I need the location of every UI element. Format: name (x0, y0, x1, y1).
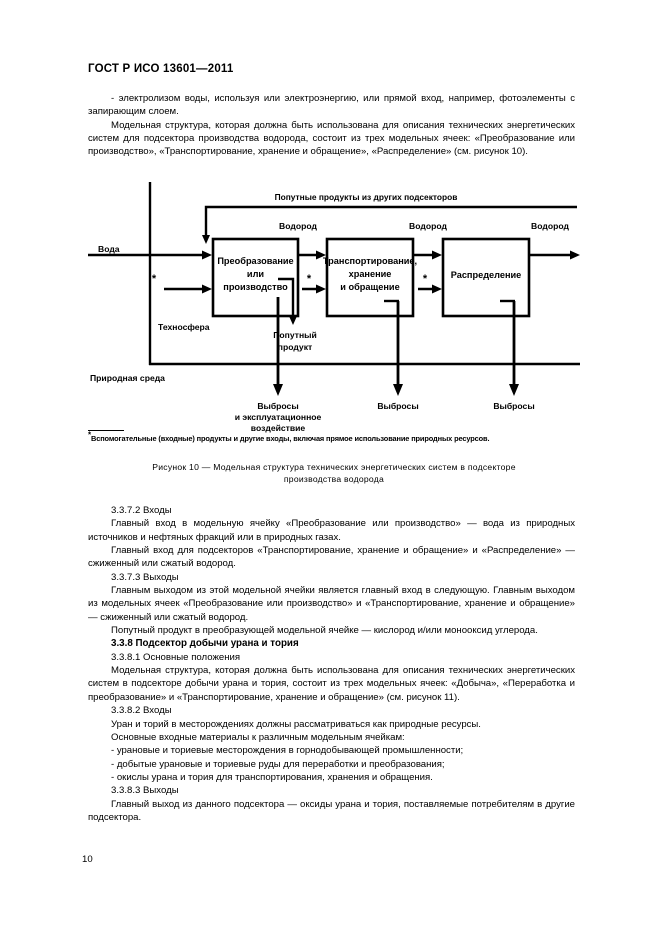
para-3-3-7-2-1: Главный вход в модельную ячейку «Преобра… (88, 518, 575, 543)
para-3-3-8-3-1: Главный выход из данного подсектора — ок… (88, 798, 575, 823)
para-3-3-7-3-1: Главным выходом из этой модельной ячейки… (88, 585, 575, 623)
heading-3-3-8-2: 3.3.8.2 Входы (111, 705, 172, 717)
emission-1-label-line3: воздействие (251, 423, 306, 433)
water-input-arrowhead (202, 250, 212, 260)
heading-3-3-7-2: 3.3.7.2 Входы (111, 505, 172, 516)
bullet-item-3: - окислы урана и тория для транспортиров… (111, 771, 433, 783)
box2-label-line3: и обращение (340, 282, 399, 292)
heading-3-3-7-3: 3.3.7.3 Выходы (111, 571, 179, 583)
box3-label-line1: Распределение (451, 270, 522, 280)
box1-label-line3: производство (223, 282, 288, 292)
para-3-3-7-3-2: Попутный продукт в преобразующей модельн… (111, 625, 538, 637)
figure-10-diagram: Преобразование или производство Транспор… (88, 182, 580, 448)
hydrogen-flow-1-arrowhead (316, 250, 326, 260)
figure-footnote: *Вспомогательные (входные) продукты и др… (88, 430, 580, 443)
byproduct-label-line1: Попутный (273, 330, 317, 340)
document-header-title: ГОСТ Р ИСО 13601—2011 (88, 63, 234, 75)
upper-text-block: - электролизом воды, используя или элект… (88, 92, 575, 159)
footnote-asterisk: * (88, 430, 91, 440)
heading-3-3-8-1: 3.3.8.1 Основные положения (111, 651, 241, 663)
hydrogen-flow-3-arrowhead (570, 250, 580, 260)
asterisk-marker-1: * (152, 273, 157, 285)
heading-3-3-8: 3.3.8 Подсектор добычи урана и тория (111, 638, 299, 650)
figure-caption-line-2: производства водорода (283, 473, 385, 484)
aux-input-2-arrowhead (316, 284, 326, 294)
byproduct-branch-path (278, 277, 295, 319)
byproducts-from-other-subsectors-label: Попутные продукты из других подсекторов (275, 192, 458, 202)
byproducts-return-arrowhead (202, 235, 210, 244)
byproduct-label-line2: продукт (278, 342, 312, 352)
lower-text-block: 3.3.7.2 Входы Главный вход в модельную я… (88, 504, 575, 824)
para-3-3-8-2-2: Основные входные материалы к различным м… (111, 731, 405, 743)
footnote-separator-rule (88, 430, 124, 431)
box2-label-line2: хранение (349, 269, 392, 279)
bullet-item-1: - урановые и ториевые месторождения в го… (111, 745, 464, 757)
intro-paragraph: Модельная структура, которая должна быть… (88, 119, 575, 158)
emission-1-label-line1: Выбросы (257, 401, 298, 411)
aux-input-3-arrowhead (432, 284, 442, 294)
emission-2-arrowhead (393, 384, 403, 396)
asterisk-marker-3: * (423, 273, 428, 285)
emission-1-label-line2: и эксплуатационное (235, 412, 322, 422)
emission-3-label: Выбросы (377, 401, 418, 411)
page-number: 10 (82, 854, 93, 865)
model-cell-box-conversion (211, 237, 300, 318)
bullet-paragraph: - электролизом воды, используя или элект… (88, 93, 575, 118)
technosphere-label: Техносфера (158, 322, 210, 332)
hydrogen-label-3: Водород (531, 221, 569, 231)
emission-1-arrowhead (273, 384, 283, 396)
hydrogen-flow-2-arrowhead (432, 250, 442, 260)
box1-label-line1: Преобразование (217, 256, 293, 266)
hydrogen-label-2: Водород (409, 221, 447, 231)
asterisk-marker-2: * (307, 273, 312, 285)
byproduct-branch-arrowhead (288, 315, 298, 325)
water-input-label: Вода (98, 244, 120, 254)
emission-2-label: Выбросы (493, 401, 534, 411)
para-3-3-8-1-1: Модельная структура, которая должна быть… (88, 665, 575, 703)
footnote-text: Вспомогательные (входные) продукты и дру… (91, 434, 490, 443)
hydrogen-label-1: Водород (279, 221, 317, 231)
figure-caption: Рисунок 10 — Модельная структура техниче… (88, 462, 580, 485)
byproducts-return-path (204, 205, 577, 239)
environment-label: Природная среда (90, 373, 165, 383)
para-3-3-7-2-2: Главный вход для подсекторов «Транспорти… (88, 545, 575, 570)
bullet-item-2: - добытые урановые и ториевые руды для п… (111, 758, 445, 770)
aux-input-1-arrowhead (202, 284, 212, 294)
emission-3-arrowhead (509, 384, 519, 396)
para-3-3-8-2-1: Уран и торий в месторождениях должны рас… (111, 718, 481, 730)
figure-10-svg: Преобразование или производство Транспор… (88, 182, 580, 433)
box1-label-line2: или (247, 269, 264, 279)
figure-caption-line-1: Рисунок 10 — Модельная структура техниче… (152, 462, 516, 472)
heading-3-3-8-3: 3.3.8.3 Выходы (111, 785, 179, 797)
box2-label-line1: Транспортирование, (323, 256, 417, 266)
